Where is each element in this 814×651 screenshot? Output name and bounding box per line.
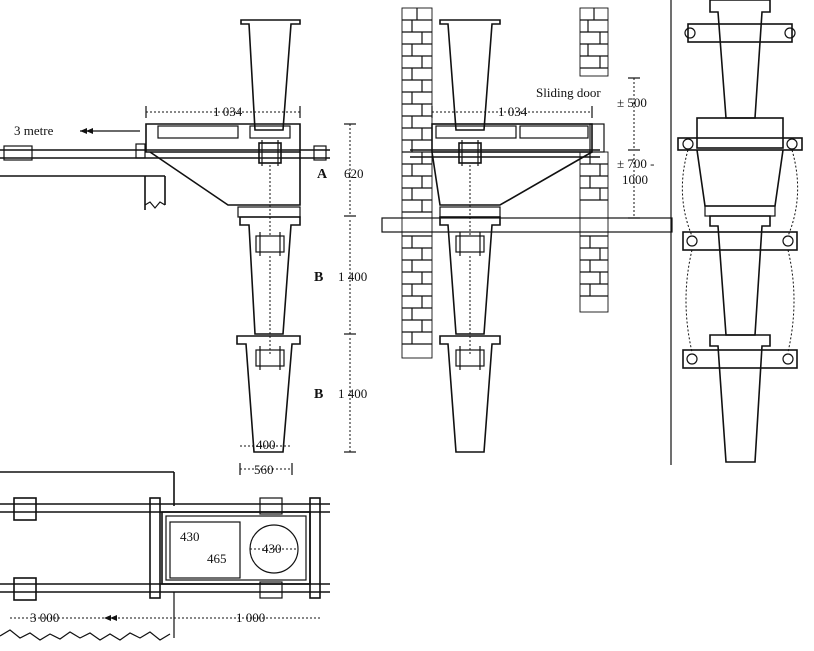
upper-chute [240,19,301,131]
dim-lower-2: 1000 [622,172,648,187]
plan-square-dim: 430 [180,529,200,544]
dim-bottom-outer: 560 [254,462,274,477]
plan-circle-dim: 430 [262,541,282,556]
section-b2-label: B [314,387,323,402]
dim-b2: 1 400 [338,386,367,401]
hopper-funnel [149,151,301,206]
dim-bottom-inner: 400 [256,437,276,452]
section-b1-label: B [314,270,323,285]
brick-wall-right [579,7,609,313]
side-elevation [670,0,803,465]
plan-square-height: 465 [207,551,227,566]
left-elevation: 1 034 3 metre A 620 B 1 400 B 1 400 400 … [0,19,367,477]
sliding-door-label: Sliding door [536,85,601,100]
middle-top-dim: 1 034 [498,104,528,119]
plan-right-dim: 1 000 [236,610,265,625]
sock-b2 [236,335,301,453]
dim-lower: ± 700 - [617,156,654,171]
brick-wall-left [401,7,433,359]
plan-view: 430 465 430 3 000 1 000 [0,471,330,641]
section-a-label: A [317,167,328,182]
sock-b1 [239,216,301,335]
dim-upper: ± 500 [617,95,647,110]
middle-elevation: 1 034 Sliding door ± 500 ± 700 - 1000 [381,7,673,453]
plan-left-dim: 3 000 [30,610,59,625]
arrow-label: 3 metre [14,123,54,138]
dim-a: 620 [344,166,364,181]
dim-b1: 1 400 [338,269,367,284]
left-top-dim: 1 034 [213,104,243,119]
